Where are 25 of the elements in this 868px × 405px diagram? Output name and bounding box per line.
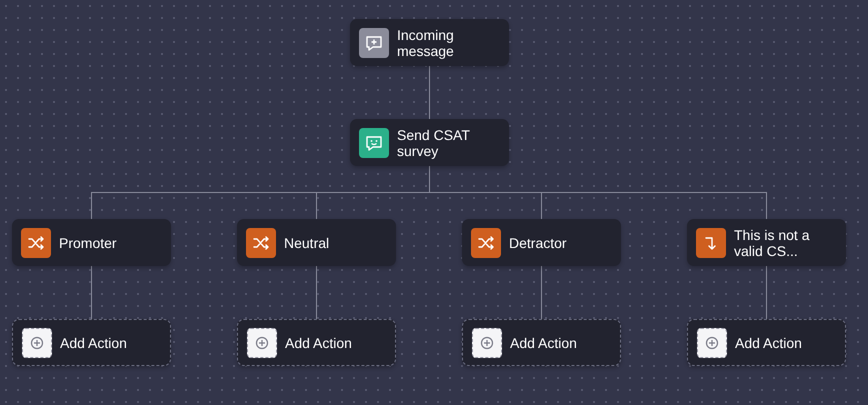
step-label: Add Action	[735, 334, 803, 350]
connector-line	[766, 266, 767, 320]
step-label: Add Action	[60, 334, 128, 350]
step-box	[12, 219, 171, 266]
step-label: Detractor	[509, 234, 568, 250]
step-box	[350, 19, 509, 66]
step-box	[350, 119, 509, 166]
add-action-box	[687, 319, 846, 366]
step-label: Incoming message	[397, 26, 455, 58]
step-label: Add Action	[285, 334, 353, 350]
connector-line	[429, 66, 430, 120]
add-action-box	[462, 319, 621, 366]
step-label: Add Action	[510, 334, 578, 350]
step-box	[687, 219, 846, 266]
step-label: Promoter	[59, 234, 118, 250]
step-label: This is not a valid CS...	[734, 226, 810, 258]
connector-line	[541, 266, 542, 320]
connector-line	[91, 266, 92, 320]
step-box	[237, 219, 396, 266]
step-box	[462, 219, 621, 266]
add-action-box	[12, 319, 171, 366]
connector-line	[316, 266, 317, 320]
step-label: Send CSAT survey	[397, 126, 471, 158]
step-label: Neutral	[284, 234, 330, 250]
add-action-box	[237, 319, 396, 366]
